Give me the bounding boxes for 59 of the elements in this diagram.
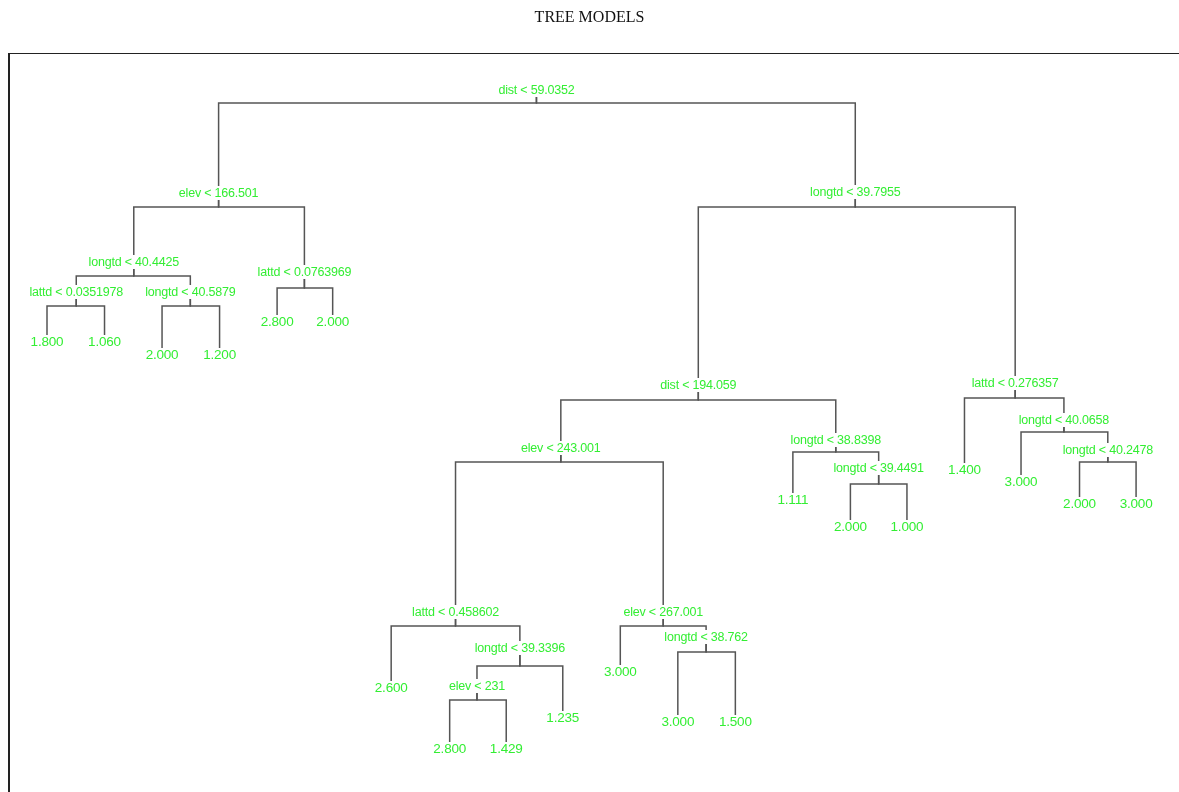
leaf-value: 1.000	[890, 520, 924, 534]
leaf-value: 1.429	[489, 742, 523, 756]
split-label: dist < 59.0352	[498, 83, 575, 97]
branch-line	[1063, 426, 1109, 444]
split-label: elev < 166.501	[178, 186, 259, 200]
leaf-value: 3.000	[603, 665, 637, 679]
leaf-value: 1.060	[88, 335, 121, 349]
split-label: longtd < 39.4491	[833, 461, 924, 475]
split-label: lattd < 0.458602	[412, 605, 499, 619]
branch-line	[133, 268, 192, 286]
leaf-value: 3.000	[1119, 497, 1153, 511]
branch-line	[1014, 389, 1065, 414]
split-label: dist < 194.059	[660, 378, 737, 392]
branch-line	[835, 446, 880, 462]
leaf-value: 1.800	[30, 335, 64, 349]
split-label: longtd < 40.0658	[1018, 413, 1110, 427]
leaf-value: 1.111	[777, 493, 809, 507]
branch-line	[454, 618, 521, 642]
split-label: longtd < 40.2478	[1062, 443, 1153, 457]
chart-title: TREE MODELS	[534, 8, 645, 26]
leaf-value: 2.000	[834, 520, 867, 534]
leaf-value: 2.000	[316, 315, 350, 329]
leaf-value: 2.600	[374, 681, 408, 695]
split-label: lattd < 0.0351978	[29, 285, 124, 299]
branch-line	[705, 643, 737, 716]
split-label: longtd < 40.4425	[88, 255, 179, 269]
split-label: elev < 267.001	[623, 605, 703, 619]
split-label: longtd < 38.762	[664, 630, 748, 644]
leaf-value: 1.500	[718, 715, 752, 729]
branch-line	[697, 391, 837, 434]
branch-line	[662, 618, 707, 631]
branch-line	[476, 692, 507, 743]
split-label: longtd < 39.3396	[474, 641, 565, 655]
branch-line	[75, 298, 106, 336]
branch-line	[854, 198, 1016, 377]
split-label: lattd < 0.0763969	[257, 265, 352, 279]
leaf-value: 1.235	[546, 711, 580, 725]
leaf-value: 1.400	[948, 463, 981, 477]
leaf-value: 2.000	[1063, 497, 1096, 511]
branch-line	[189, 298, 221, 349]
branch-line	[560, 454, 664, 606]
branch-line	[519, 654, 564, 712]
leaf-value: 3.000	[661, 715, 695, 729]
leaf-value: 3.000	[1004, 475, 1038, 489]
split-label: longtd < 38.8398	[790, 433, 881, 447]
split-label: longtd < 40.5879	[145, 285, 236, 299]
leaf-value: 2.800	[260, 315, 294, 329]
split-label: elev < 231	[448, 679, 505, 693]
branch-line	[535, 96, 857, 186]
branch-line	[1107, 456, 1137, 498]
leaf-value: 2.800	[433, 742, 467, 756]
split-label: lattd < 0.276357	[971, 376, 1059, 390]
branch-line	[303, 278, 334, 316]
leaf-value: 2.000	[145, 348, 179, 362]
split-label: longtd < 39.7955	[810, 185, 901, 199]
leaf-value: 1.200	[203, 348, 236, 362]
split-label: elev < 243.001	[521, 441, 601, 455]
branch-line	[877, 474, 908, 521]
branch-line	[217, 199, 306, 266]
